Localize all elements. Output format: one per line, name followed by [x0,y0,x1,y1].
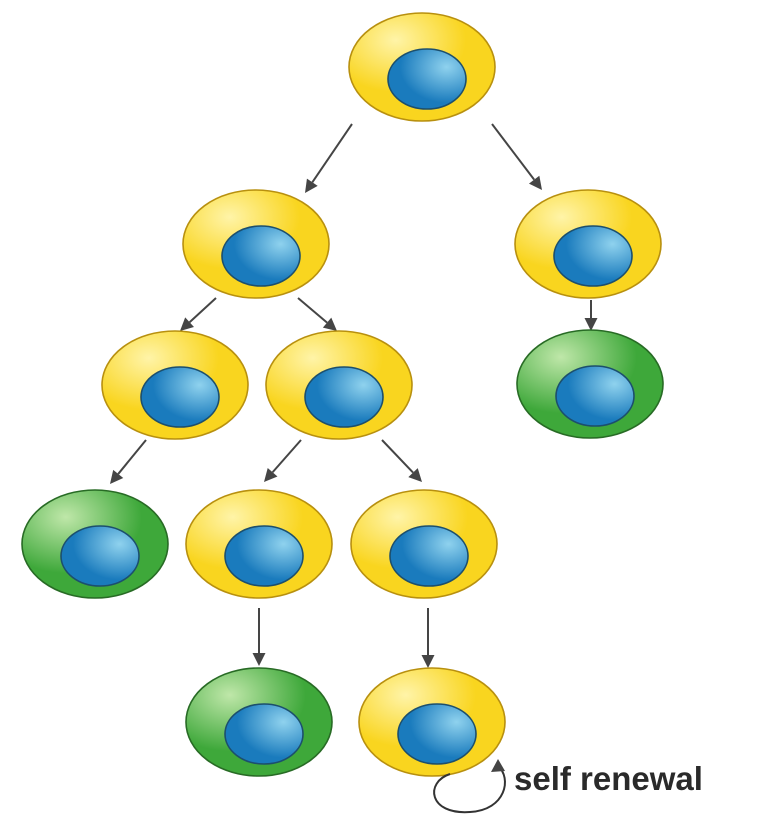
stem-cell-l1-left [183,190,329,298]
cell-nucleus [222,226,300,286]
arrow-root-to-l1-left [305,124,352,193]
cell-nucleus [554,226,632,286]
arrow-shaft [312,124,352,182]
cell-nucleus [305,367,383,427]
differentiated-cell-l3-a [22,490,168,598]
arrow-shaft [382,440,413,473]
arrow-shaft [273,440,301,472]
arrow-shaft [298,298,327,323]
cells [22,13,663,776]
cell-nucleus [225,526,303,586]
self-renewal-indicator: self renewal [434,759,703,812]
differentiated-cell-l4-a [186,668,332,776]
arrow-l3-c-to-l4-b [422,608,435,668]
arrow-shaft [190,298,216,322]
self-renewal-label: self renewal [514,760,703,797]
stem-cell-l2-b [266,331,412,439]
arrow-l3-b-to-l4-a [253,608,266,666]
arrowhead [529,176,542,190]
arrow-l2-b-to-l3-b [264,440,301,482]
arrow-l2-a-to-l3-a [110,440,146,484]
cell-nucleus [141,367,219,427]
cell-nucleus [61,526,139,586]
stem-cell-l1-right [515,190,661,298]
arrow-l1-right-to-right-child [585,300,598,331]
arrow-l2-b-to-l3-c [382,440,422,482]
arrow-root-to-l1-right [492,124,542,190]
arrowhead [253,653,266,666]
stem-cell-l2-a [102,331,248,439]
cell-nucleus [398,704,476,764]
arrow-shaft [492,124,534,180]
self-renewal-arrowhead [491,759,505,772]
arrow-shaft [118,440,146,474]
arrow-l1-left-to-l2-a [180,298,216,331]
cell-nucleus [388,49,466,109]
arrowhead [110,470,123,484]
cell-nucleus [556,366,634,426]
arrowhead [305,179,318,193]
stem-cell-l4-b [359,668,505,776]
stem-cell-l3-c [351,490,497,598]
cell-nucleus [390,526,468,586]
arrowhead [585,318,598,331]
arrow-l1-left-to-l2-b [298,298,337,331]
stem-cell-l3-b [186,490,332,598]
arrowhead [422,655,435,668]
differentiated-cell-right-child [517,330,663,438]
cell-nucleus [225,704,303,764]
stem-cell-root [349,13,495,121]
